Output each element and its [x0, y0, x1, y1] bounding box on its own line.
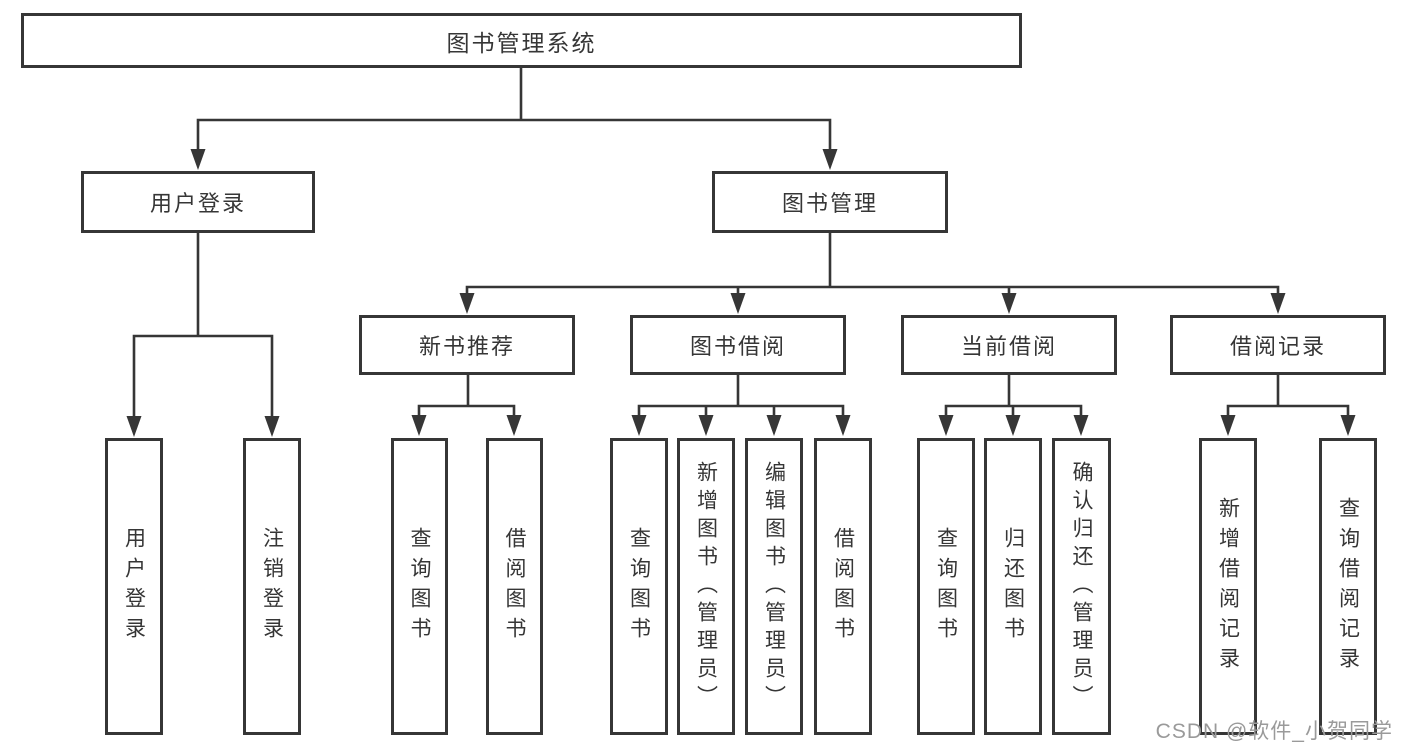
leaf-logout: 注销登录	[243, 438, 301, 735]
leaf-confirm-return-admin: 确认归还（管理员）	[1052, 438, 1111, 735]
node-book-management: 图书管理	[712, 171, 948, 233]
leaf-borrow-books-2: 借阅图书	[814, 438, 872, 735]
leaf-query-borrow-record: 查询借阅记录	[1319, 438, 1377, 735]
leaf-edit-books-admin-label: 编辑图书（管理员）	[762, 460, 786, 713]
leaf-query-books-3-label: 查询图书	[934, 526, 958, 647]
leaf-query-books-1: 查询图书	[391, 438, 448, 735]
leaf-user-login-label: 用户登录	[122, 526, 146, 647]
leaf-return-books-label: 归还图书	[1001, 526, 1025, 647]
leaf-return-books: 归还图书	[984, 438, 1042, 735]
node-user-login-group: 用户登录	[81, 171, 315, 233]
node-root-system: 图书管理系统	[21, 13, 1022, 68]
leaf-edit-books-admin: 编辑图书（管理员）	[745, 438, 803, 735]
leaf-confirm-return-admin-label: 确认归还（管理员）	[1070, 460, 1093, 713]
leaf-borrow-books-1: 借阅图书	[486, 438, 543, 735]
node-borrow-records: 借阅记录	[1170, 315, 1386, 375]
leaf-borrow-books-2-label: 借阅图书	[831, 526, 855, 647]
node-book-borrowing: 图书借阅	[630, 315, 846, 375]
leaf-query-books-2: 查询图书	[610, 438, 668, 735]
leaf-logout-label: 注销登录	[260, 526, 284, 647]
leaf-query-books-1-label: 查询图书	[408, 526, 431, 647]
leaf-add-borrow-record-label: 新增借阅记录	[1216, 496, 1240, 677]
leaf-query-books-3: 查询图书	[917, 438, 975, 735]
arrowheads	[126, 149, 1356, 437]
leaf-query-borrow-record-label: 查询借阅记录	[1336, 496, 1360, 677]
leaf-add-books-admin: 新增图书（管理员）	[677, 438, 735, 735]
leaf-borrow-books-1-label: 借阅图书	[503, 526, 526, 647]
leaf-add-borrow-record: 新增借阅记录	[1199, 438, 1257, 735]
leaf-user-login: 用户登录	[105, 438, 163, 735]
node-new-book-recommend: 新书推荐	[359, 315, 575, 375]
csdn-watermark: CSDN @软件_小贺同学	[1155, 720, 1393, 743]
node-current-borrowing: 当前借阅	[901, 315, 1117, 375]
leaf-query-books-2-label: 查询图书	[627, 526, 651, 647]
leaf-add-books-admin-label: 新增图书（管理员）	[694, 460, 718, 713]
